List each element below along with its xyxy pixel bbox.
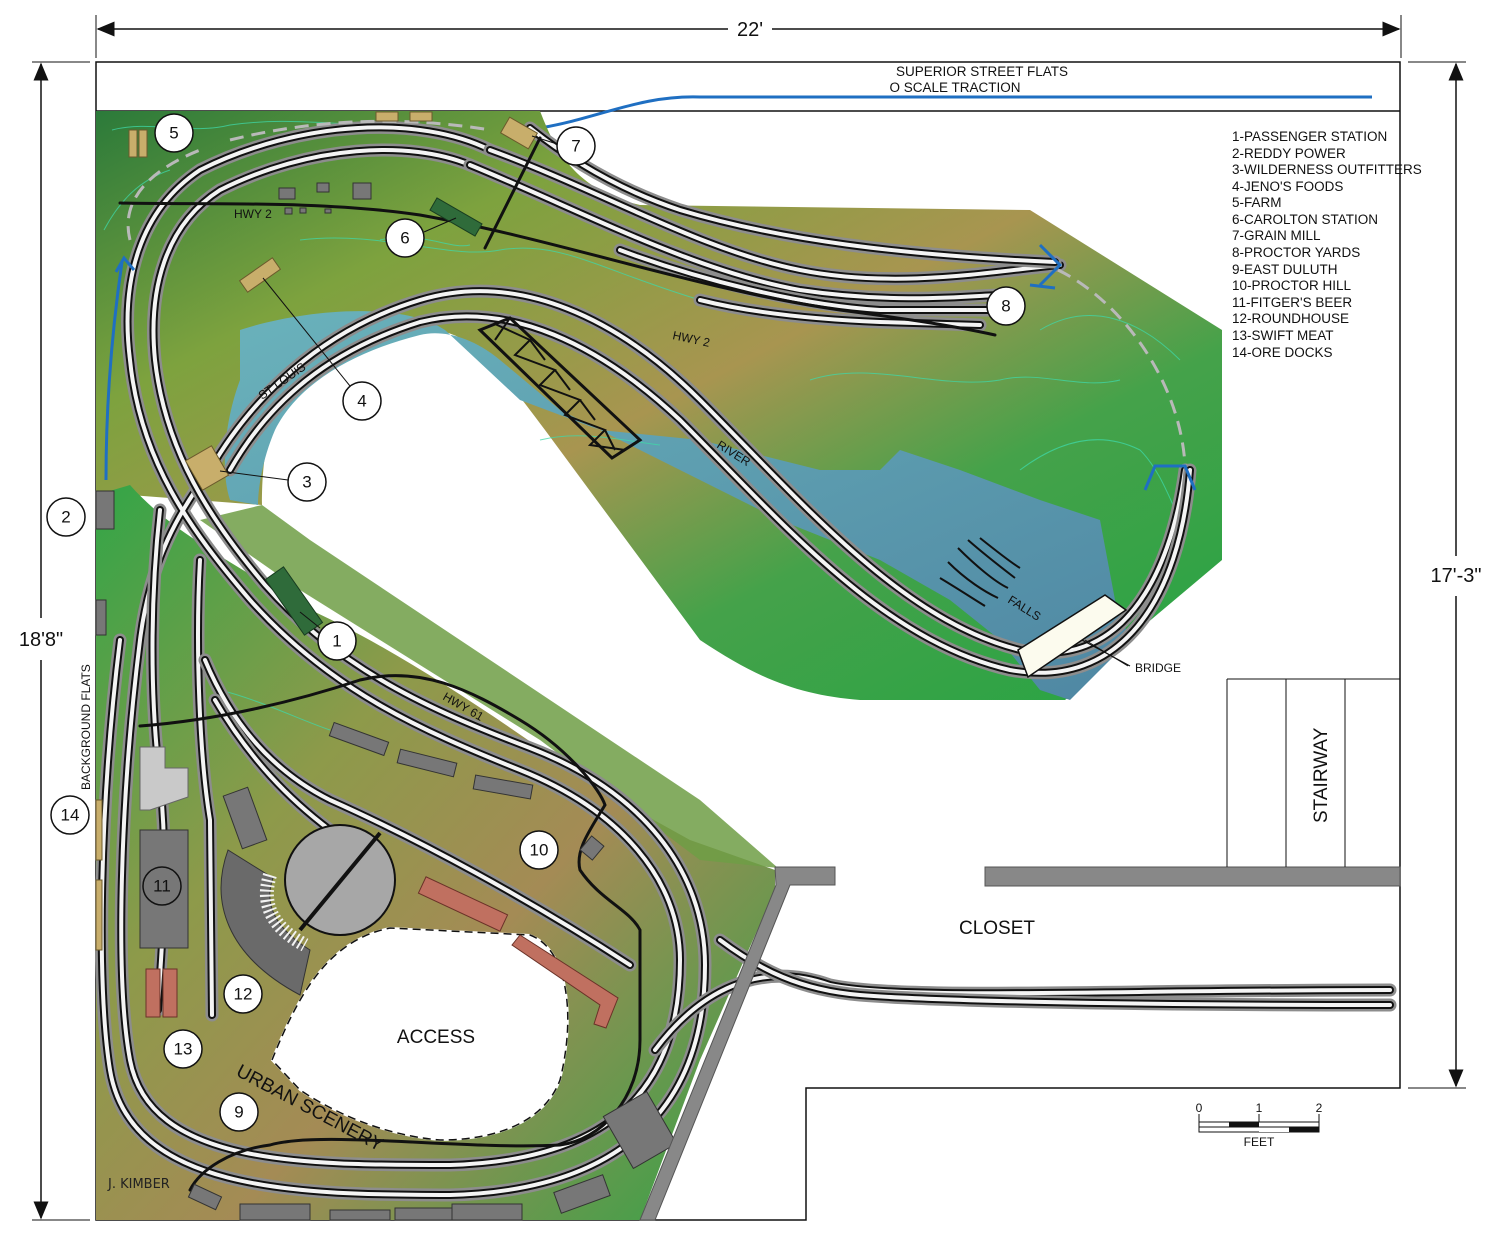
- legend-item: 13-SWIFT MEAT: [1232, 328, 1334, 343]
- legend-item: 12-ROUNDHOUSE: [1232, 311, 1349, 326]
- marker-2: 2: [46, 497, 86, 537]
- svg-text:12: 12: [234, 985, 253, 1004]
- marker-10: 10: [519, 830, 559, 870]
- label-closet: CLOSET: [959, 918, 1035, 939]
- marker-12: 12: [223, 974, 263, 1014]
- label-hwy2-upper: HWY 2: [234, 207, 272, 221]
- svg-text:10: 10: [530, 841, 549, 860]
- yard-portal-icon: [1029, 243, 1063, 290]
- marker-5: 5: [154, 113, 194, 153]
- dimension-width: 22': [95, 15, 1402, 58]
- legend-item: 4-JENO'S FOODS: [1232, 179, 1343, 194]
- top-flats-line2: O SCALE TRACTION: [889, 80, 1020, 95]
- right-portal-icon: [1143, 464, 1197, 491]
- truss-bridge: [477, 316, 643, 460]
- svg-text:8: 8: [1001, 297, 1010, 316]
- label-bridge: BRIDGE: [1135, 661, 1181, 675]
- label-stairway: STAIRWAY: [1311, 727, 1332, 823]
- svg-text:1: 1: [332, 632, 341, 651]
- marker-11: 11: [142, 866, 182, 906]
- marker-7: 7: [531, 126, 596, 166]
- svg-text:9: 9: [234, 1103, 243, 1122]
- lower-benchwork-strip: [200, 505, 778, 868]
- left-traction-line: [104, 261, 124, 481]
- legend-item: 1-PASSENGER STATION: [1232, 129, 1387, 144]
- markers: 1 2 3 4 5 6 7 8 9 10 11 12 13 14: [46, 113, 1026, 1132]
- marker-14: 14: [50, 795, 90, 835]
- marker-8: 8: [986, 286, 1026, 326]
- highways: [118, 136, 997, 1192]
- scale-tick-2: 2: [1316, 1101, 1323, 1115]
- svg-text:2: 2: [61, 508, 70, 527]
- left-portal-icon: [114, 255, 136, 273]
- dimension-height-right: 17'-3": [1408, 61, 1482, 1089]
- svg-text:13: 13: [174, 1040, 193, 1059]
- signature: J. KIMBER: [107, 1177, 170, 1192]
- legend-item: 3-WILDERNESS OUTFITTERS: [1232, 162, 1422, 177]
- svg-text:4: 4: [357, 392, 366, 411]
- scale-unit: FEET: [1244, 1135, 1275, 1149]
- legend-item: 14-ORE DOCKS: [1232, 345, 1333, 360]
- width-label: 22': [737, 19, 763, 41]
- svg-text:11: 11: [153, 877, 171, 896]
- svg-text:3: 3: [302, 473, 311, 492]
- legend-item: 7-GRAIN MILL: [1232, 228, 1321, 243]
- marker-6: 6: [385, 217, 457, 258]
- svg-text:7: 7: [571, 137, 580, 156]
- label-access: ACCESS: [397, 1027, 475, 1048]
- svg-text:14: 14: [61, 806, 80, 825]
- track-plan: [95, 119, 1397, 1202]
- label-background-flats: BACKGROUND FLATS: [79, 664, 93, 790]
- legend-item: 6-CAROLTON STATION: [1232, 212, 1378, 227]
- legend-item: 5-FARM: [1232, 195, 1282, 210]
- marker-1: 1: [299, 611, 357, 661]
- legend: 1-PASSENGER STATION 2-REDDY POWER 3-WILD…: [1232, 129, 1422, 360]
- roundhouse: [220, 824, 396, 996]
- marker-13: 13: [163, 1029, 203, 1069]
- falls-marks: [939, 537, 1021, 607]
- traction-line: [539, 95, 1372, 130]
- scale-bar: 0 1 2 FEET: [1196, 1101, 1323, 1149]
- legend-item: 11-FITGER'S BEER: [1232, 295, 1352, 310]
- access-hole-edge: [271, 927, 569, 1141]
- marker-4: 4: [262, 277, 382, 421]
- legend-item: 9-EAST DULUTH: [1232, 262, 1338, 277]
- svg-text:6: 6: [400, 229, 409, 248]
- height-left-label: 18'8": [19, 629, 63, 651]
- legend-item: 8-PROCTOR YARDS: [1232, 245, 1360, 260]
- legend-item: 2-REDDY POWER: [1232, 146, 1346, 161]
- legend-item: 10-PROCTOR HILL: [1232, 278, 1352, 293]
- svg-text:5: 5: [169, 124, 178, 143]
- height-right-label: 17'-3": [1431, 565, 1482, 587]
- scale-tick-1: 1: [1256, 1101, 1263, 1115]
- top-flats-line1: SUPERIOR STREET FLATS: [896, 64, 1068, 79]
- dimension-height-left: 18'8": [19, 61, 90, 1221]
- marker-3: 3: [219, 462, 327, 502]
- marker-9: 9: [219, 1092, 259, 1132]
- scale-tick-0: 0: [1196, 1101, 1203, 1115]
- walls: [639, 678, 1401, 1221]
